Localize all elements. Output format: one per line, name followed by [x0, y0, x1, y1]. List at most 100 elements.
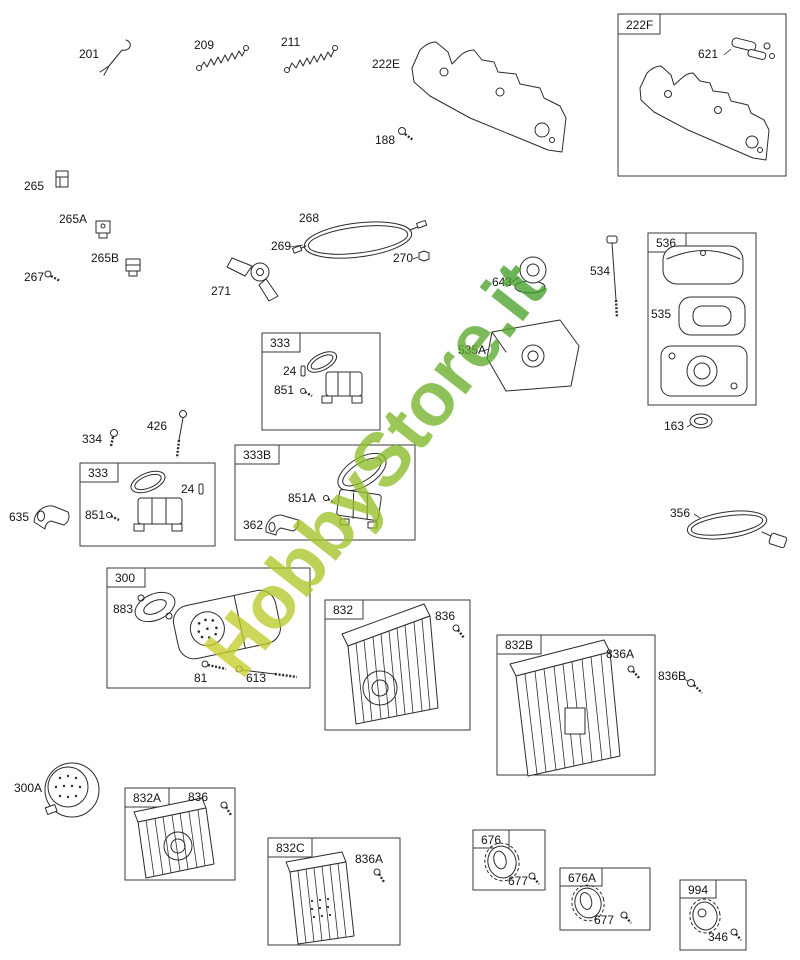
label-851A: 851A: [288, 491, 316, 505]
label-334: 334: [82, 432, 102, 446]
part-356-cable-drawing: [686, 510, 788, 549]
part-300A-muffler-drawing: [44, 762, 100, 818]
part-836A-screw-drawing: [627, 665, 641, 680]
group-box-832B: 832B 836A: [496, 634, 656, 777]
part-24-pin-drawing: [198, 483, 204, 495]
label-81: 81: [194, 671, 208, 685]
label-333-upper: 333: [270, 336, 290, 350]
label-24-upper: 24: [283, 364, 297, 378]
label-268: 268: [299, 211, 319, 225]
part-armature-drawing: [130, 470, 183, 532]
group-box-222F: 222F 621: [617, 13, 787, 177]
part-300-muffler-drawing: [172, 589, 281, 660]
label-676: 676: [481, 833, 501, 847]
label-222E: 222E: [372, 57, 400, 71]
part-836-screw-drawing: [220, 801, 233, 816]
label-535: 535: [651, 307, 671, 321]
label-534: 534: [590, 264, 610, 278]
part-201-link-drawing: [99, 39, 131, 76]
label-270: 270: [393, 251, 413, 265]
part-265B-clip-drawing: [125, 258, 141, 277]
label-832: 832: [333, 603, 353, 617]
label-362: 362: [243, 518, 263, 532]
label-836A-b: 836A: [355, 852, 383, 866]
label-271: 271: [211, 284, 231, 298]
label-643: 643: [492, 275, 512, 289]
part-677-screw-drawing: [620, 911, 632, 924]
label-676A: 676A: [568, 871, 596, 885]
label-677-b: 677: [594, 913, 614, 927]
part-209-spring-drawing: [196, 45, 249, 71]
label-346: 346: [708, 930, 728, 944]
label-851-lower: 851: [85, 508, 105, 522]
label-201: 201: [79, 47, 99, 61]
part-265-clip-drawing: [55, 170, 69, 188]
label-163: 163: [664, 419, 684, 433]
part-271-lever-drawing: [226, 257, 279, 302]
label-267: 267: [24, 270, 44, 284]
part-222F-bracket-drawing: [639, 65, 770, 161]
part-267-screw-drawing: [44, 270, 61, 283]
label-211: 211: [281, 35, 300, 49]
group-box-536: 536 535: [647, 232, 757, 406]
part-426-bolt-drawing: [175, 410, 187, 459]
label-269: 269: [271, 239, 291, 253]
label-832C: 832C: [276, 841, 305, 855]
part-163-oring-drawing: [689, 413, 713, 429]
part-832C-guard-drawing: [285, 851, 355, 945]
label-635: 635: [9, 510, 29, 524]
part-643-drawing: [514, 256, 547, 294]
label-188: 188: [375, 133, 395, 147]
label-851-upper: 851: [274, 383, 294, 397]
part-24-pin-drawing: [300, 365, 306, 377]
label-836B: 836B: [658, 669, 686, 683]
part-armature-drawing: [336, 452, 387, 529]
part-635-elbow-drawing: [33, 505, 70, 530]
part-677-screw-drawing: [528, 872, 540, 885]
label-426: 426: [147, 419, 167, 433]
part-334-screw-drawing: [109, 429, 118, 447]
group-box-676: 676 677: [472, 829, 546, 891]
part-534-bolt-drawing: [606, 235, 619, 319]
part-armature-drawing: [306, 351, 363, 404]
part-222E-bracket-drawing: [411, 41, 567, 153]
part-211-spring-drawing: [284, 45, 338, 73]
label-265A: 265A: [59, 212, 87, 226]
part-621-drawing: [731, 37, 775, 60]
part-81-bolt-drawing: [201, 660, 227, 671]
label-994: 994: [688, 883, 708, 897]
label-222F: 222F: [626, 18, 653, 32]
part-188-screw-drawing: [398, 127, 414, 141]
part-536-cover-drawing: [662, 245, 744, 285]
part-832A-guard-drawing: [133, 797, 215, 879]
label-535A: 535A: [458, 343, 486, 357]
part-362-elbow-drawing: [265, 514, 299, 536]
group-box-300: 300 883 81 613: [106, 567, 311, 689]
label-24-lower: 24: [181, 482, 195, 496]
label-333-lower: 333: [88, 466, 108, 480]
label-836-a: 836: [435, 609, 455, 623]
part-535-filter-drawing: [678, 296, 746, 336]
label-333B: 333B: [243, 448, 271, 462]
group-box-832C: 832C 836A: [267, 837, 401, 946]
part-535A-base-drawing: [486, 319, 580, 392]
label-265: 265: [24, 179, 44, 193]
label-836A-a: 836A: [606, 647, 634, 661]
label-613: 613: [246, 671, 266, 685]
label-832A: 832A: [133, 791, 161, 805]
group-box-333-lower: 333 24 851: [79, 462, 216, 547]
group-box-832: 832 836: [324, 599, 471, 731]
group-box-676A: 676A 677: [559, 867, 651, 931]
label-265B: 265B: [91, 251, 119, 265]
group-box-333B: 333B 851A 362: [234, 444, 416, 541]
group-box-832A: 832A 836: [124, 787, 236, 881]
label-209: 209: [194, 38, 214, 52]
part-836-screw-drawing: [452, 624, 465, 639]
part-270-nut-drawing: [418, 250, 430, 262]
label-621: 621: [698, 47, 718, 61]
label-356: 356: [670, 506, 690, 520]
part-346-screw-drawing: [730, 928, 742, 941]
part-676A-cap-drawing: [571, 884, 605, 922]
